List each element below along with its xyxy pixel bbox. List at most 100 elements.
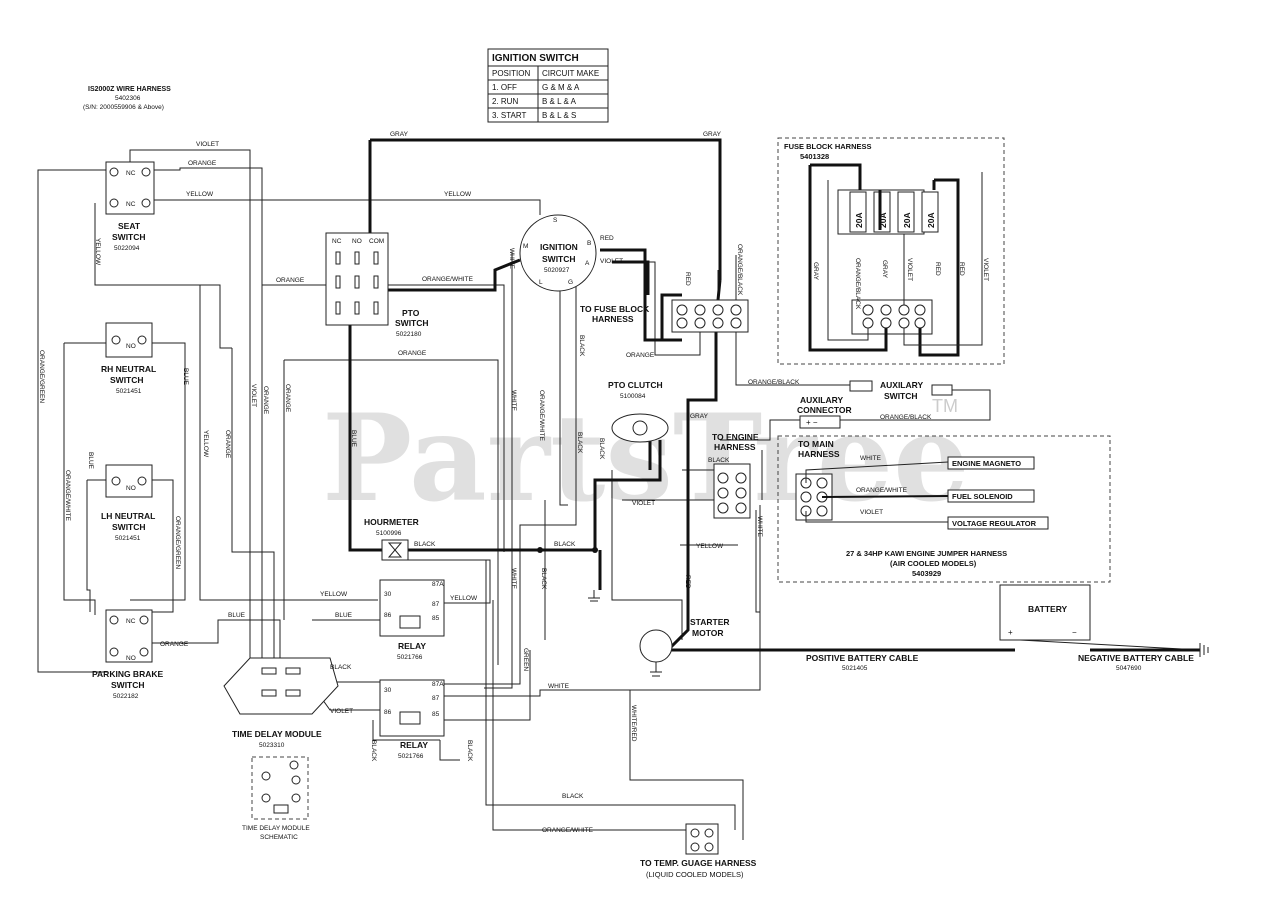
svg-text:ORANGE: ORANGE (160, 641, 189, 648)
svg-text:WHITE: WHITE (510, 568, 517, 590)
svg-text:WHITE: WHITE (860, 455, 882, 462)
svg-text:L: L (539, 279, 543, 286)
svg-text:HARNESS: HARNESS (798, 449, 840, 459)
temp-gauge-connector: TO TEMP. GUAGE HARNESS (LIQUID COOLED MO… (640, 823, 757, 879)
harness-part: 5402306 (115, 95, 141, 102)
svg-text:5403929: 5403929 (912, 569, 941, 578)
svg-text:5022182: 5022182 (113, 693, 139, 700)
svg-text:ORANGE/BLACK: ORANGE/BLACK (854, 258, 861, 310)
svg-text:ENGINE MAGNETO: ENGINE MAGNETO (952, 459, 1021, 468)
svg-text:(LIQUID COOLED MODELS): (LIQUID COOLED MODELS) (646, 870, 744, 879)
svg-text:ORANGE/WHITE: ORANGE/WHITE (538, 390, 545, 442)
svg-text:NO: NO (126, 655, 136, 662)
svg-text:YELLOW: YELLOW (186, 191, 214, 198)
fuse-block-harness: FUSE BLOCK HARNESS 5401328 20A 20A 20A 2… (777, 137, 1005, 365)
svg-text:20A: 20A (902, 212, 912, 228)
watermark: PartsTree (322, 388, 969, 529)
harness-name: IS2000Z WIRE HARNESS (88, 86, 171, 93)
svg-text:WHITE: WHITE (508, 248, 515, 270)
svg-text:20A: 20A (854, 212, 864, 228)
svg-text:YELLOW: YELLOW (696, 543, 724, 550)
svg-text:YELLOW: YELLOW (320, 591, 348, 598)
svg-text:87A: 87A (432, 681, 444, 688)
svg-text:HARNESS: HARNESS (592, 314, 634, 324)
svg-text:VIOLET: VIOLET (600, 258, 623, 265)
svg-text:A: A (585, 260, 590, 267)
svg-text:G: G (568, 279, 573, 286)
svg-text:VIOLET: VIOLET (906, 258, 913, 281)
svg-text:LH NEUTRAL: LH NEUTRAL (101, 511, 155, 521)
fuse-block-connector: TO FUSE BLOCK HARNESS (580, 299, 749, 333)
svg-text:B & L & A: B & L & A (542, 97, 577, 106)
svg-text:VIOLET: VIOLET (330, 708, 353, 715)
svg-text:5021451: 5021451 (115, 535, 141, 542)
harness-serial: (S/N: 2000559906 & Above) (83, 104, 164, 111)
svg-text:87A: 87A (432, 581, 444, 588)
svg-text:VOLTAGE REGULATOR: VOLTAGE REGULATOR (952, 519, 1037, 528)
svg-text:WHITE: WHITE (510, 390, 517, 412)
svg-text:BLACK: BLACK (708, 457, 730, 464)
rh-neutral-switch: NO RH NEUTRAL SWITCH 5021451 (101, 322, 156, 395)
svg-text:SCHEMATIC: SCHEMATIC (260, 834, 298, 841)
svg-text:BLUE: BLUE (350, 430, 357, 448)
svg-text:5021766: 5021766 (398, 753, 424, 760)
svg-text:STARTER: STARTER (690, 617, 730, 627)
svg-text:5100084: 5100084 (620, 393, 646, 400)
svg-text:VIOLET: VIOLET (982, 258, 989, 281)
svg-text:85: 85 (432, 615, 440, 622)
svg-text:5021766: 5021766 (397, 654, 423, 661)
svg-text:NC: NC (126, 170, 136, 177)
svg-text:GRAY: GRAY (390, 131, 409, 138)
time-delay-module: TIME DELAY MODULE 5023310 (223, 657, 339, 749)
hourmeter: HOURMETER 5100996 (364, 517, 598, 561)
svg-text:30: 30 (384, 687, 392, 694)
svg-text:NO: NO (126, 485, 136, 492)
svg-text:ORANGE/WHITE: ORANGE/WHITE (422, 276, 474, 283)
svg-text:5022180: 5022180 (396, 331, 422, 338)
svg-text:MOTOR: MOTOR (692, 628, 723, 638)
svg-text:ORANGE: ORANGE (626, 352, 655, 359)
aux-connector: + − AUXILARY CONNECTOR (797, 380, 873, 429)
svg-text:RED: RED (684, 575, 691, 589)
svg-text:ORANGE/GREEN: ORANGE/GREEN (174, 516, 181, 569)
svg-text:TO FUSE BLOCK: TO FUSE BLOCK (580, 304, 650, 314)
svg-text:BLUE: BLUE (335, 612, 353, 619)
time-delay-schematic: TIME DELAY MODULE SCHEMATIC (242, 756, 310, 841)
svg-text:CONNECTOR: CONNECTOR (797, 405, 852, 415)
svg-text:HARNESS: HARNESS (714, 442, 756, 452)
svg-text:5022094: 5022094 (114, 245, 140, 252)
parking-brake-switch: NC NO PARKING BRAKE SWITCH 5022182 (92, 609, 163, 700)
svg-text:VIOLET: VIOLET (196, 141, 219, 148)
svg-text:20A: 20A (878, 212, 888, 228)
pto-switch: NC NO COM PTO SWITCH 5022180 (325, 232, 429, 338)
relay-2: 87A 87 86 85 30 RELAY 5021766 (379, 679, 445, 760)
svg-text:5021405: 5021405 (842, 665, 868, 672)
svg-text:BLUE: BLUE (87, 452, 94, 470)
svg-text:ORANGE: ORANGE (284, 384, 291, 413)
svg-text:ORANGE/BLACK: ORANGE/BLACK (880, 414, 932, 421)
svg-text:GREEN: GREEN (522, 648, 529, 671)
svg-text:BLACK: BLACK (414, 541, 436, 548)
svg-text:+: + (1008, 628, 1013, 637)
svg-text:VIOLET: VIOLET (632, 500, 655, 507)
svg-text:WHITE: WHITE (548, 683, 570, 690)
svg-text:YELLOW: YELLOW (450, 595, 478, 602)
svg-text:TIME DELAY MODULE: TIME DELAY MODULE (242, 825, 310, 832)
svg-text:ORANGE/GREEN: ORANGE/GREEN (38, 350, 45, 403)
svg-text:YELLOW: YELLOW (202, 430, 209, 458)
svg-text:BATTERY: BATTERY (1028, 604, 1068, 614)
svg-text:BLUE: BLUE (228, 612, 246, 619)
svg-text:27 & 34HP KAWI ENGINE JUMPER H: 27 & 34HP KAWI ENGINE JUMPER HARNESS (846, 549, 1007, 558)
svg-text:VIOLET: VIOLET (860, 509, 883, 516)
svg-text:ORANGE: ORANGE (276, 277, 305, 284)
svg-text:5047690: 5047690 (1116, 665, 1142, 672)
lh-neutral-switch: NO LH NEUTRAL SWITCH 5021451 (101, 464, 155, 542)
kawi-jumper-harness: TO MAIN HARNESS ENGINE MAGNETO FUEL SOLE… (777, 435, 1111, 583)
svg-text:−: − (1072, 628, 1077, 637)
svg-text:SWITCH: SWITCH (542, 254, 576, 264)
svg-text:SEAT: SEAT (118, 221, 141, 231)
svg-text:PARKING BRAKE: PARKING BRAKE (92, 669, 163, 679)
svg-text:FUSE BLOCK HARNESS: FUSE BLOCK HARNESS (784, 142, 872, 151)
svg-text:AUXILARY: AUXILARY (880, 380, 923, 390)
